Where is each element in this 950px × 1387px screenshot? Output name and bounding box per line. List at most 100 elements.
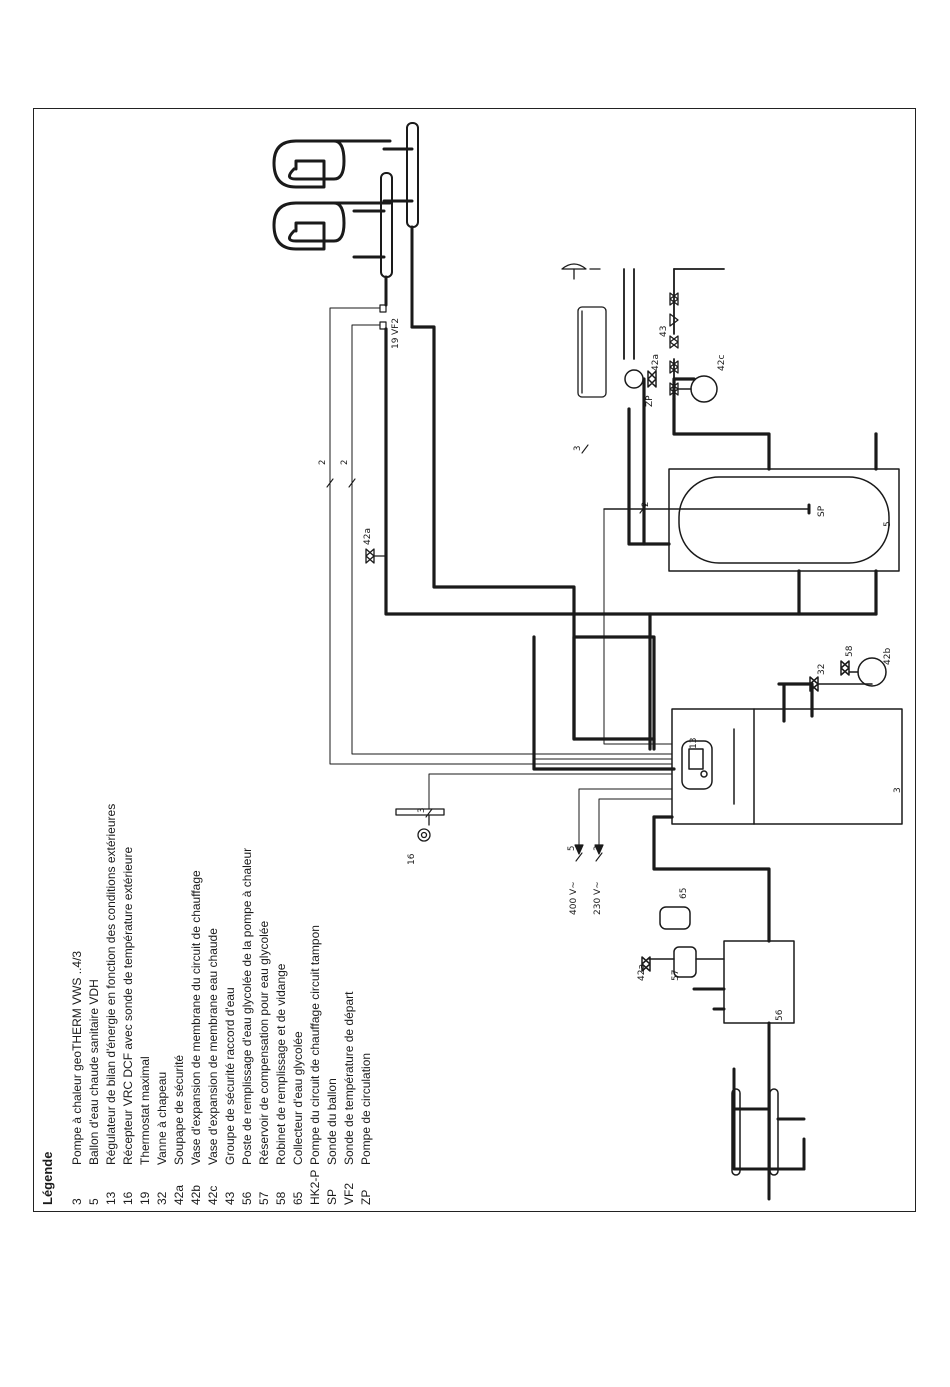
legend-item: VF2 Sonde de température de départ (341, 105, 358, 1205)
legend-text: Sonde de température de départ (342, 991, 356, 1165)
legend-code: 19 (138, 1191, 152, 1205)
legend-code: 43 (223, 1191, 237, 1205)
legend-text: Récepteur VRC DCF avec sonde de températ… (121, 846, 135, 1165)
legend-item: 42a Soupape de sécurité (171, 105, 188, 1205)
legend-item: 42b Vase d'expansion de membrane du circu… (188, 105, 205, 1205)
circulation-pump-zp (624, 369, 657, 389)
legend: Légende 3 Pompe à chaleur geoTHERM VWS ..… (40, 105, 373, 1205)
legend-item: 57 Réservoir de compensation pour eau gly… (256, 105, 273, 1205)
legend-code: 3 (70, 1198, 84, 1205)
safety-valve-42a (365, 548, 387, 564)
label-tank-5: 5 (883, 521, 893, 527)
label-3-pump: 3 (893, 787, 903, 793)
power-supply (574, 844, 604, 855)
heating-manifolds (380, 122, 419, 329)
legend-text: Vase d'expansion de membrane eau chaude (206, 928, 220, 1165)
hydraulic-schematic: VF2 19 SP 5 ZP 42a 43 42c 42a 13 3 32 58… (272, 122, 903, 1201)
diagram-frame: VF2 19 SP 5 ZP 42a 43 42c 42a 13 3 32 58… (33, 108, 916, 1212)
legend-item: 19 Thermostat maximal (137, 105, 154, 1205)
label-42b: 42b (883, 648, 893, 665)
legend-code: 57 (257, 1191, 271, 1205)
label-56: 56 (775, 1009, 785, 1021)
glycol-station (641, 906, 795, 1024)
cable-label-2c: 2 (641, 502, 651, 507)
legend-text: Régulateur de bilan d'énergie en fonctio… (104, 803, 118, 1165)
legend-item: 56 Poste de remplissage d'eau glycolée de… (239, 105, 256, 1205)
legend-item: SP Sonde du ballon (324, 105, 341, 1205)
legend-text: Soupape de sécurité (172, 1054, 186, 1165)
label-65: 65 (679, 888, 689, 899)
legend-code: ZP (359, 1189, 373, 1205)
label-400v: 400 V~ (569, 881, 579, 915)
cable-label-3c: 3 (593, 846, 603, 851)
dhw-tank (603, 468, 900, 572)
legend-text: Réservoir de compensation pour eau glyco… (257, 920, 271, 1165)
label-16: 16 (407, 853, 417, 865)
safety-group-43 (669, 292, 679, 396)
label-42a-mid: 42a (363, 528, 373, 545)
diagram-labels: VF2 19 SP 5 ZP 42a 43 42c 42a 13 3 32 58… (318, 318, 903, 1021)
cable-label-2a: 2 (318, 460, 328, 465)
label-42a-bottom: 42a (637, 964, 647, 981)
legend-text: Poste de remplissage d'eau glycolée de l… (240, 847, 254, 1165)
label-43: 43 (659, 326, 669, 337)
legend-text: Robinet de remplissage et de vidange (274, 963, 288, 1165)
heating-accessories (809, 657, 887, 692)
legend-code: 16 (121, 1191, 135, 1205)
legend-text: Thermostat maximal (138, 1056, 152, 1165)
heat-pump-unit (671, 708, 903, 825)
label-42a-top: 42a (651, 354, 661, 371)
legend-text: Collecteur d'eau glycolée (291, 1031, 305, 1165)
expansion-vessel-42c (677, 375, 718, 403)
legend-text: Vase d'expansion de membrane du circuit … (189, 870, 203, 1165)
cable-marks (326, 444, 647, 862)
legend-text: Ballon d'eau chaude sanitaire VDH (87, 979, 101, 1165)
label-sp: SP (817, 505, 827, 517)
legend-code: SP (325, 1188, 339, 1205)
legend-text: Pompe de circulation (359, 1052, 373, 1165)
cable-label-5: 5 (567, 846, 577, 851)
taps (561, 263, 607, 398)
legend-text: Vanne à chapeau (155, 1071, 169, 1165)
legend-code: 56 (240, 1191, 254, 1205)
label-42c: 42c (717, 355, 727, 371)
outdoor-receiver-16 (395, 808, 445, 842)
cable-label-3a: 3 (573, 446, 583, 451)
label-19: 19 (391, 337, 401, 349)
legend-code: 32 (155, 1191, 169, 1205)
legend-item: ZP Pompe de circulation (358, 105, 375, 1205)
legend-item: 42c Vase d'expansion de membrane eau chau… (205, 105, 222, 1205)
cable-label-3b: 3 (417, 808, 427, 813)
legend-code: VF2 (342, 1182, 356, 1205)
legend-item: 32 Vanne à chapeau (154, 105, 171, 1205)
legend-text: Sonde du ballon (325, 1078, 339, 1165)
legend-item: 16 Récepteur VRC DCF avec sonde de tempér… (120, 105, 137, 1205)
legend-text: Pompe à chaleur geoTHERM VWS ..4/3 (70, 950, 84, 1165)
label-57: 57 (671, 970, 681, 981)
legend-code: 42a (172, 1184, 186, 1205)
legend-code: 13 (104, 1191, 118, 1205)
ground-collector (692, 987, 806, 1201)
cable-label-2b: 2 (340, 460, 350, 465)
legend-item: 13 Régulateur de bilan d'énergie en fonct… (103, 105, 120, 1205)
label-32: 32 (817, 664, 827, 675)
legend-title: Légende (40, 1151, 55, 1205)
heating-pipes (384, 325, 878, 943)
legend-item: 3 Pompe à chaleur geoTHERM VWS ..4/3 (69, 105, 86, 1205)
legend-item: 58 Robinet de remplissage et de vidange (273, 105, 290, 1205)
control-wiring (329, 307, 673, 855)
legend-code: 42b (189, 1184, 203, 1205)
legend-text: Pompe du circuit de chauffage circuit ta… (308, 925, 322, 1165)
legend-code: 42c (206, 1185, 220, 1205)
flow-sensor-vf2 (379, 304, 387, 330)
label-230v: 230 V~ (593, 881, 603, 915)
legend-code: 58 (274, 1191, 288, 1205)
label-13: 13 (689, 738, 699, 749)
label-vf2: VF2 (391, 318, 401, 335)
label-58: 58 (845, 645, 855, 657)
